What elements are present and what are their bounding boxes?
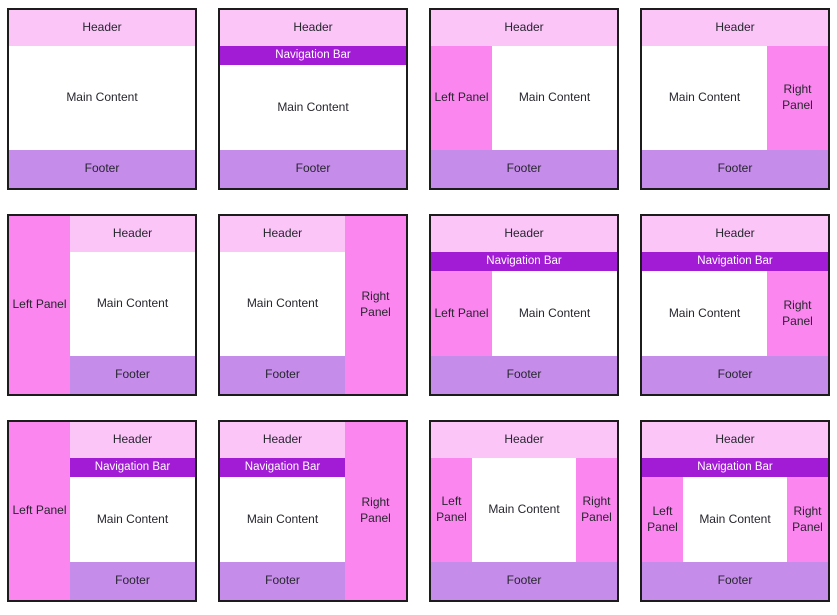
- footer-region: Footer: [70, 356, 195, 394]
- footer-region: Footer: [70, 562, 195, 600]
- layout-tile-4: Header Main Content Right Panel Footer: [640, 8, 830, 190]
- footer-region: Footer: [431, 150, 617, 188]
- header-region: Header: [70, 216, 195, 252]
- header-region: Header: [642, 216, 828, 252]
- right-panel-region: Right Panel: [767, 46, 828, 150]
- header-region: Header: [431, 216, 617, 252]
- header-region: Header: [70, 422, 195, 458]
- header-region: Header: [9, 10, 195, 46]
- main-content-region: Main Content: [472, 458, 576, 562]
- navigation-bar-region: Navigation Bar: [220, 458, 345, 477]
- header-region: Header: [220, 422, 345, 458]
- left-panel-region: Left Panel: [431, 458, 472, 562]
- main-content-region: Main Content: [492, 46, 617, 150]
- header-region: Header: [431, 422, 617, 458]
- layout-tile-5: Left Panel Header Main Content Footer: [7, 214, 197, 396]
- right-panel-region: Right Panel: [767, 271, 828, 356]
- layout-tile-1: Header Main Content Footer: [7, 8, 197, 190]
- navigation-bar-region: Navigation Bar: [642, 252, 828, 271]
- main-content-region: Main Content: [70, 252, 195, 356]
- footer-region: Footer: [220, 562, 345, 600]
- layout-tile-12: Header Navigation Bar Left Panel Main Co…: [640, 420, 830, 602]
- left-panel-region: Left Panel: [9, 216, 70, 394]
- main-content-region: Main Content: [220, 252, 345, 356]
- right-panel-region: Right Panel: [345, 216, 406, 394]
- left-panel-region: Left Panel: [431, 46, 492, 150]
- main-content-region: Main Content: [492, 271, 617, 356]
- left-panel-region: Left Panel: [9, 422, 70, 600]
- footer-region: Footer: [220, 356, 345, 394]
- layout-tile-6: Header Main Content Right Panel Footer: [218, 214, 408, 396]
- navigation-bar-region: Navigation Bar: [70, 458, 195, 477]
- header-region: Header: [431, 10, 617, 46]
- navigation-bar-region: Navigation Bar: [431, 252, 617, 271]
- right-panel-region: Right Panel: [576, 458, 617, 562]
- main-content-region: Main Content: [9, 46, 195, 150]
- main-content-region: Main Content: [642, 271, 767, 356]
- main-content-region: Main Content: [220, 65, 406, 150]
- right-panel-region: Right Panel: [787, 477, 828, 562]
- layout-tile-2: Header Navigation Bar Main Content Foote…: [218, 8, 408, 190]
- footer-region: Footer: [642, 150, 828, 188]
- left-panel-region: Left Panel: [642, 477, 683, 562]
- footer-region: Footer: [220, 150, 406, 188]
- main-content-region: Main Content: [642, 46, 767, 150]
- layout-tile-9: Left Panel Header Navigation Bar Main Co…: [7, 420, 197, 602]
- layout-tile-7: Header Navigation Bar Left Panel Main Co…: [429, 214, 619, 396]
- header-region: Header: [220, 216, 345, 252]
- main-content-region: Main Content: [683, 477, 787, 562]
- layout-tile-8: Header Navigation Bar Main Content Right…: [640, 214, 830, 396]
- layout-tile-10: Header Navigation Bar Main Content Right…: [218, 420, 408, 602]
- header-region: Header: [642, 10, 828, 46]
- left-panel-region: Left Panel: [431, 271, 492, 356]
- main-content-region: Main Content: [70, 477, 195, 562]
- footer-region: Footer: [431, 562, 617, 600]
- footer-region: Footer: [9, 150, 195, 188]
- header-region: Header: [220, 10, 406, 46]
- right-panel-region: Right Panel: [345, 422, 406, 600]
- footer-region: Footer: [642, 562, 828, 600]
- layout-tile-11: Header Left Panel Main Content Right Pan…: [429, 420, 619, 602]
- footer-region: Footer: [642, 356, 828, 394]
- header-region: Header: [642, 422, 828, 458]
- main-content-region: Main Content: [220, 477, 345, 562]
- layout-tile-3: Header Left Panel Main Content Footer: [429, 8, 619, 190]
- footer-region: Footer: [431, 356, 617, 394]
- navigation-bar-region: Navigation Bar: [220, 46, 406, 65]
- navigation-bar-region: Navigation Bar: [642, 458, 828, 477]
